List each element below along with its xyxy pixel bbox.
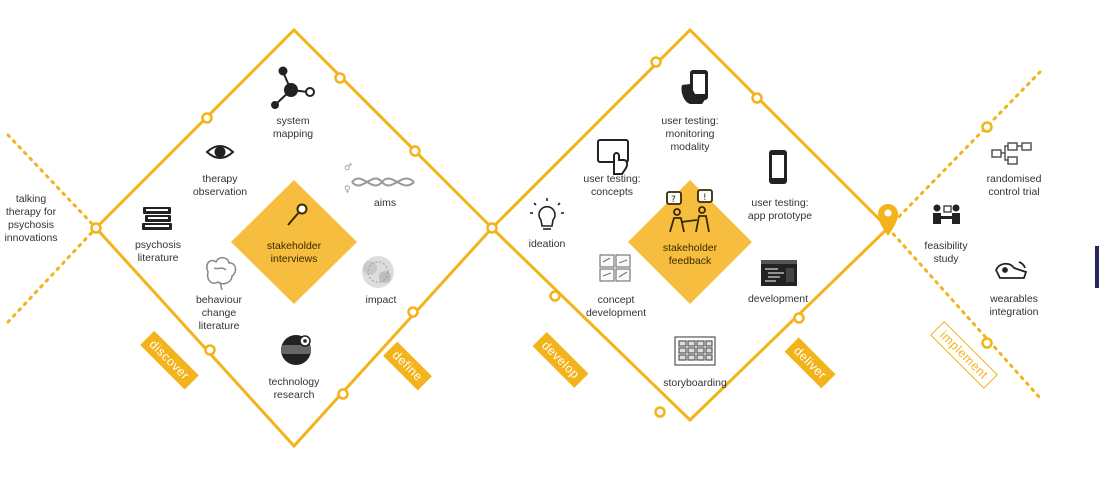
- node: [337, 388, 349, 400]
- microphone-icon: [287, 203, 308, 226]
- label-user-testing-concepts: user testing: concepts: [583, 173, 641, 198]
- label-technology-research: technology research: [268, 376, 320, 401]
- flowchart-icon: [991, 142, 1032, 165]
- label-feasibility-study: feasibility study: [924, 240, 968, 265]
- people-talking-icon: ? !: [666, 189, 713, 233]
- entry-dotted-line-lower: [6, 226, 98, 324]
- node: [654, 406, 666, 418]
- stakeholder-interviews-label: stakeholder interviews: [266, 240, 322, 265]
- label-concept-development: concept development: [585, 294, 647, 319]
- tablet-touch-icon: [597, 139, 629, 175]
- node: [981, 121, 993, 133]
- node: [409, 145, 421, 157]
- label-wearables-integration: wearables integration: [989, 293, 1039, 318]
- lightbulb-icon: [530, 198, 564, 230]
- label-ideation: ideation: [528, 238, 566, 250]
- node: [549, 290, 561, 302]
- smartphone-icon: [769, 150, 787, 184]
- wearable-icon: [994, 261, 1028, 279]
- sketches-icon: [599, 254, 631, 282]
- node: [751, 92, 763, 104]
- label-randomised-control-trial: randomised control trial: [986, 173, 1042, 198]
- label-therapy-observation: therapy observation: [192, 173, 248, 198]
- edge-bar: [1095, 246, 1099, 288]
- label-impact: impact: [365, 294, 397, 306]
- node: [201, 112, 213, 124]
- brain-icon: [206, 256, 237, 291]
- stakeholder-feedback-label: stakeholder feedback: [662, 242, 718, 267]
- svg-text:♀: ♀: [344, 185, 351, 195]
- label-user-testing-monitoring: user testing: monitoring modality: [661, 115, 719, 153]
- storyboard-icon: [674, 336, 716, 366]
- exit-dotted-line-lower: [886, 226, 1042, 400]
- node: [650, 56, 662, 68]
- svg-text:!: !: [703, 193, 707, 203]
- entry-dotted-line-upper: [6, 133, 98, 230]
- label-psychosis-literature: psychosis literature: [134, 239, 182, 264]
- label-development: development: [747, 293, 809, 305]
- stakeholder-interviews-diamond: [231, 180, 357, 304]
- stakeholder-feedback-diamond: [628, 180, 752, 304]
- svg-text:?: ?: [671, 195, 676, 205]
- label-behaviour-change-literature: behaviour change literature: [195, 294, 243, 332]
- code-window-icon: [761, 260, 797, 286]
- phone-hand-icon: [681, 70, 708, 104]
- impact-icon: [362, 256, 394, 288]
- dna-icon: ♂ ♀: [344, 163, 415, 195]
- node: [407, 306, 419, 318]
- svg-text:♂: ♂: [344, 163, 352, 173]
- entry-label: talking therapy for psychosis innovation…: [4, 193, 58, 244]
- node: [793, 312, 805, 324]
- eye-icon: [205, 145, 235, 159]
- node-left-vertex: [90, 222, 102, 234]
- label-system-mapping: system mapping: [272, 115, 314, 140]
- vr-headset-icon: [281, 335, 311, 365]
- node-center-vertex: [486, 222, 498, 234]
- network-icon: [271, 66, 315, 109]
- label-storyboarding: storyboarding: [663, 377, 727, 389]
- location-pin-icon: [878, 204, 898, 236]
- node: [334, 72, 346, 84]
- node: [204, 344, 216, 356]
- label-aims: aims: [373, 197, 397, 209]
- label-user-testing-app: user testing: app prototype: [747, 197, 813, 222]
- meeting-icon: [933, 204, 960, 224]
- books-icon: [142, 207, 172, 230]
- node: [981, 337, 993, 349]
